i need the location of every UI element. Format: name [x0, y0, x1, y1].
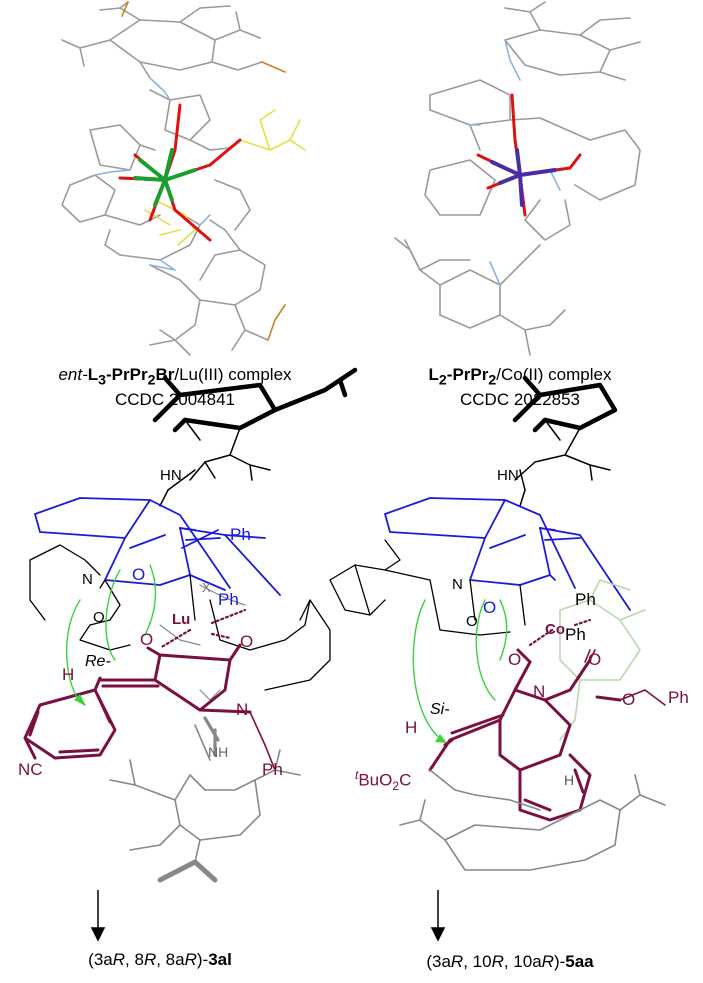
label-o-right: O [240, 632, 254, 651]
label-tbu-ester: tBuO2C [355, 768, 412, 794]
label-si-face: Si- [430, 701, 450, 718]
product-label-left: (3aR, 8R, 8aR)-3al [88, 950, 232, 969]
label-ph-mid: Ph [218, 590, 239, 609]
label-n-right: N [452, 576, 463, 593]
label-o-noxide-right: O [466, 613, 478, 630]
label-ph-benzyl-right: Ph [668, 688, 689, 707]
label-nc: NC [18, 760, 43, 779]
label-h-right: H [405, 718, 418, 737]
label-ph-benzyl: Ph [262, 760, 283, 779]
model-left-structure [23, 367, 358, 883]
label-n: N [82, 571, 93, 588]
label-lu: Lu [172, 611, 191, 628]
crystal-co-complex [394, 1, 641, 356]
caption-co-complex: L2-PrPr2/Co(II) complex CCDC 2022853 [428, 365, 612, 410]
caption-lu-complex: ent-L3-PrPr2Br/Lu(III) complex CCDC 2004… [58, 365, 292, 410]
label-ph-top: Ph [230, 525, 251, 544]
label-o-co-right: O [588, 650, 602, 669]
label-o-noxide: O [93, 609, 105, 626]
label-hn-right: HN [497, 467, 519, 484]
reaction-arrows [90, 890, 446, 942]
label-co: Co [545, 621, 565, 638]
model-right-structure [329, 375, 666, 871]
label-re-face: Re- [85, 653, 111, 670]
crystal-lu-complex [61, 1, 306, 356]
label-o-ring-right: O [483, 598, 497, 617]
label-o-co-left: O [508, 650, 522, 669]
label-x: X [202, 580, 211, 595]
label-n-imide: N [236, 700, 249, 719]
label-o-ring: O [132, 565, 146, 584]
label-n-imide-right: N [533, 682, 546, 701]
label-ph-mid-right: Ph [565, 625, 586, 644]
label-h: H [62, 665, 75, 684]
label-hn: HN [160, 467, 182, 484]
label-o-left: O [140, 630, 154, 649]
product-label-right: (3aR, 10R, 10aR)-5aa [426, 952, 594, 971]
label-h-aryl: H [564, 772, 575, 788]
label-ph-top-right: Ph [575, 590, 596, 609]
label-nh: NH [208, 744, 229, 760]
label-o-ester: O [622, 690, 636, 709]
